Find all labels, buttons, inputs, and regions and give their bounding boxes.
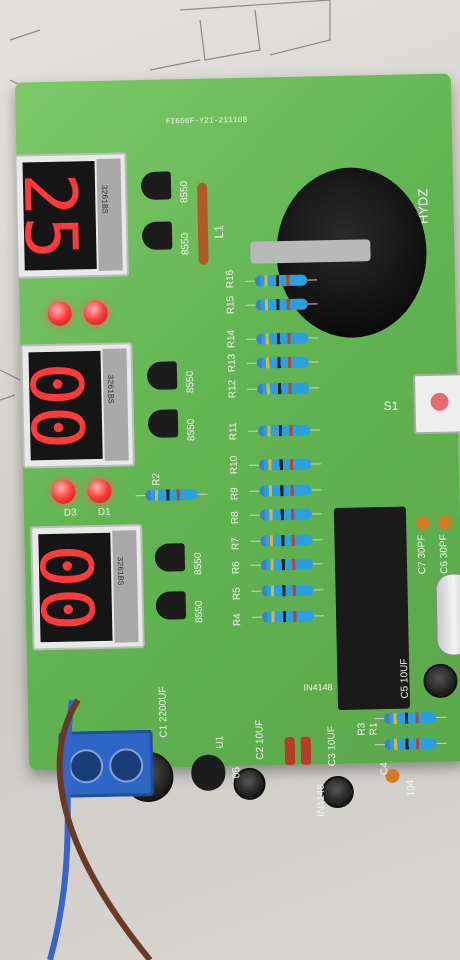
circuit-board: FI656F-Y21-211108 HYDZ 25 3261BS 00 3261… xyxy=(14,73,460,816)
display-3-value: 00 xyxy=(38,543,109,631)
seven-segment-display-3: 00 3261BS xyxy=(30,524,145,651)
display-1-value: 25 xyxy=(23,172,94,260)
display-digits-1: 25 xyxy=(22,160,97,271)
display-digits-2: 00 xyxy=(28,350,103,461)
seven-segment-display-1: 25 3261BS xyxy=(14,152,129,279)
seven-segment-display-2: 00 3261BS xyxy=(20,342,135,469)
display-digits-3: 00 xyxy=(38,532,113,643)
display-2-value: 00 xyxy=(28,362,99,450)
